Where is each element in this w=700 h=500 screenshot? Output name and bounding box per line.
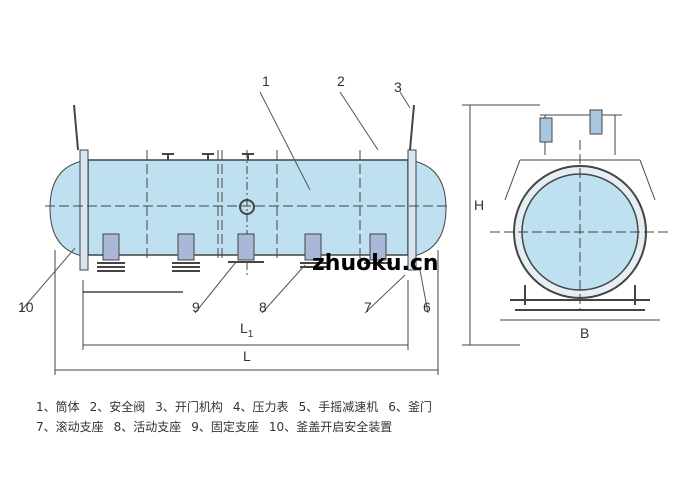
- dimension-L1: L1: [240, 320, 254, 340]
- callout-7: 7: [364, 299, 372, 315]
- legend-item: 9、固定支座: [191, 420, 259, 434]
- callout-1: 1: [262, 73, 270, 89]
- callout-8: 8: [259, 299, 267, 315]
- legend-item: 5、手摇减速机: [298, 400, 379, 414]
- legend-item: 7、滚动支座: [36, 420, 104, 434]
- left-door: [49, 159, 89, 258]
- legend-row-2: 7、滚动支座 8、活动支座 9、固定支座 10、釜盖开启安全装置: [36, 418, 402, 435]
- left-flange: [79, 149, 89, 271]
- callout-10: 10: [18, 299, 34, 315]
- legend-item: 1、筒体: [36, 400, 80, 414]
- legend-item: 10、釜盖开启安全装置: [268, 420, 393, 434]
- callout-9: 9: [192, 299, 200, 315]
- legend-item: 3、开门机构: [155, 400, 223, 414]
- side-view: [19, 91, 450, 375]
- legend-item: 8、活动支座: [113, 420, 182, 434]
- legend-item: 6、釜门: [388, 400, 432, 414]
- callout-labels: 1 2 3 10 9 8 7 6 L1 L H B zhuoku.cn: [18, 73, 589, 364]
- callout-6: 6: [423, 299, 431, 315]
- supports: [102, 233, 387, 261]
- callout-2: 2: [337, 73, 345, 89]
- callout-3: 3: [394, 79, 402, 95]
- legend-row-1: 1、筒体 2、安全阀 3、开门机构 4、压力表 5、手摇减速机 6、釜门: [36, 398, 442, 415]
- watermark: zhuoku.cn: [312, 251, 439, 276]
- right-door: [407, 159, 447, 258]
- right-flange: [407, 149, 417, 271]
- dimension-H: H: [474, 197, 484, 213]
- legend-item: 4、压力表: [232, 400, 289, 414]
- pressure-gauge: [239, 199, 255, 215]
- end-view: [462, 104, 670, 346]
- dimension-B: B: [580, 325, 589, 341]
- dimension-L: L: [243, 348, 251, 364]
- legend-item: 2、安全阀: [89, 400, 146, 414]
